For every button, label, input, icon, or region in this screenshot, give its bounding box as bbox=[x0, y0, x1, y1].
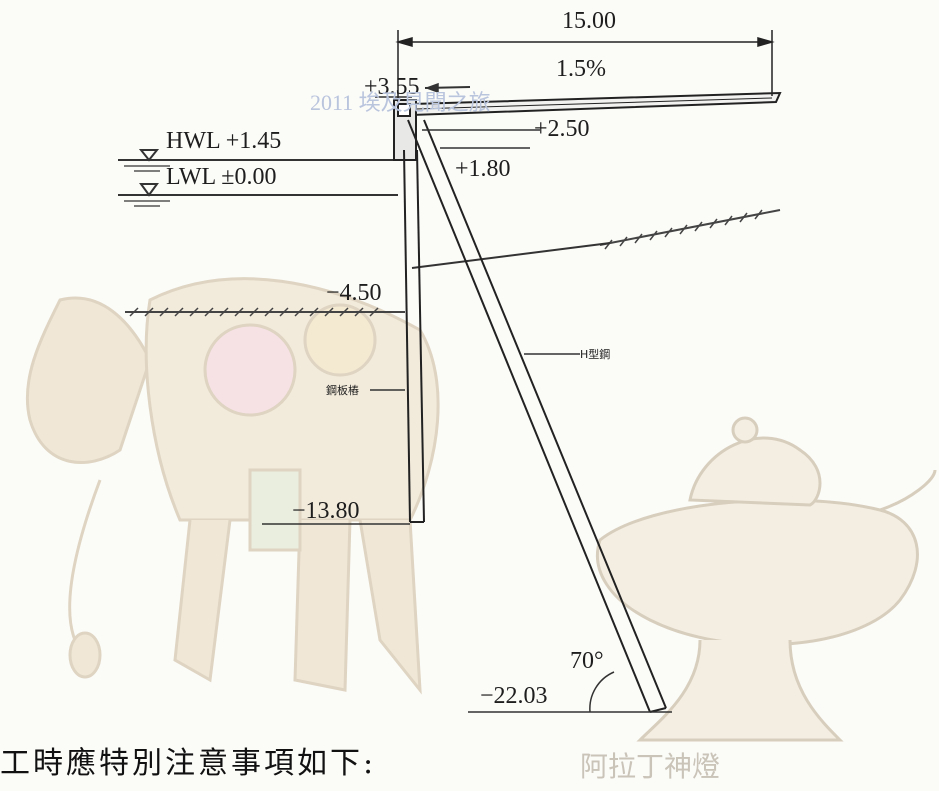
elevation-lines bbox=[262, 82, 672, 713]
ground-hatching bbox=[125, 209, 781, 317]
h-pile bbox=[407, 119, 667, 713]
seabed-label: −4.50 bbox=[326, 280, 382, 306]
h-pile-label: H型鋼 bbox=[580, 347, 610, 361]
donkey-sketch bbox=[25, 277, 440, 695]
sheet-pile bbox=[403, 149, 425, 523]
deck-slab bbox=[393, 91, 782, 161]
lamp-sketch bbox=[595, 416, 937, 742]
sheet-pile-tip-label: −13.80 bbox=[292, 498, 360, 524]
slope-label: 1.5% bbox=[556, 56, 606, 82]
lwl-label: LWL ±0.00 bbox=[166, 164, 276, 190]
water-levels bbox=[118, 149, 398, 207]
dimension-15 bbox=[395, 30, 775, 102]
backfill-line bbox=[411, 242, 611, 269]
watermark-year: 2011 埃及見聞之旅 bbox=[310, 90, 491, 115]
elevation-1-80-label: +1.80 bbox=[455, 156, 511, 182]
width-label: 15.00 bbox=[562, 8, 616, 34]
deck-elevation-label: +2.50 bbox=[534, 116, 590, 142]
pile-tip-label: −22.03 bbox=[480, 683, 548, 709]
watermark-lamp-text: 阿拉丁神燈 bbox=[580, 750, 720, 783]
sheet-pile-label: 鋼板樁 bbox=[326, 383, 359, 397]
top-elevation-label: +3.55 bbox=[364, 74, 420, 100]
caption-text: 工時應特別注意事項如下: bbox=[0, 746, 377, 781]
angle-label: 70° bbox=[570, 648, 604, 674]
hwl-label: HWL +1.45 bbox=[166, 128, 281, 154]
